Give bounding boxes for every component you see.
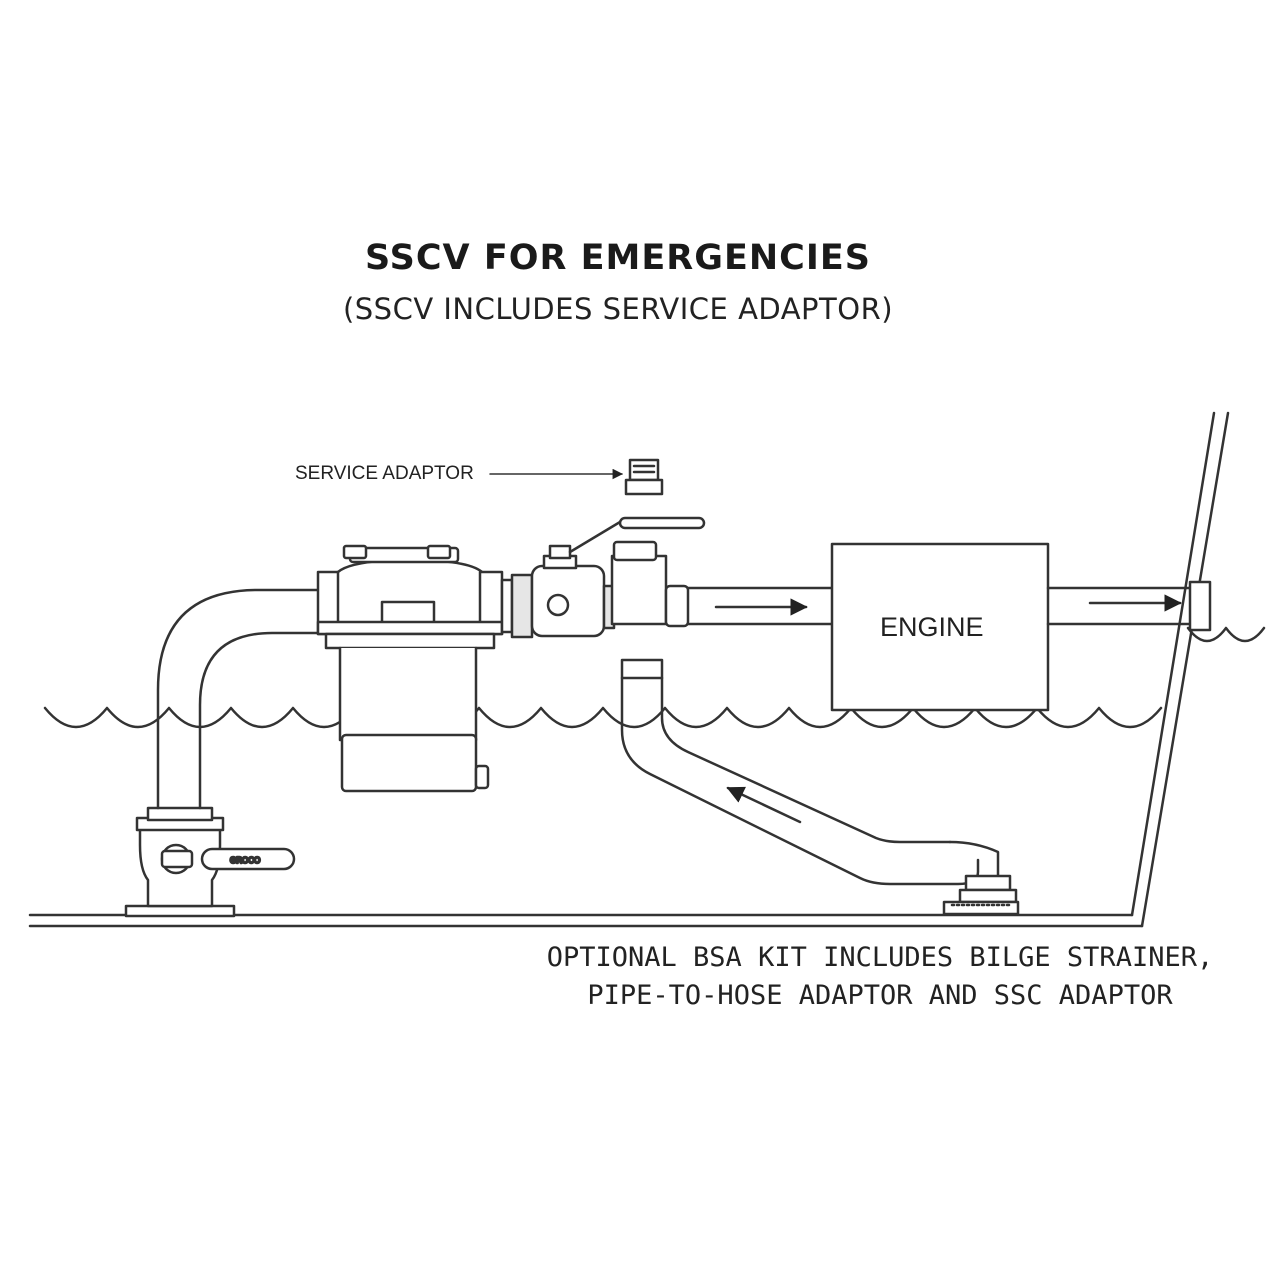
engine-label: ENGINE (880, 612, 984, 642)
raw-water-strainer (316, 544, 504, 793)
diagram-subtitle: (SSCV INCLUDES SERVICE ADAPTOR) (342, 292, 894, 326)
seacock-valve: GROCO (124, 806, 296, 918)
intake-pipe (156, 588, 322, 810)
engine-box (830, 542, 1050, 712)
bsa-kit-note-line-1: OPTIONAL BSA KIT INCLUDES BILGE STRAINER… (546, 942, 1214, 973)
service-adaptor-part (624, 458, 664, 496)
exhaust-pipe (1046, 580, 1212, 632)
outside-waterline (1186, 626, 1266, 643)
service-adaptor-label: SERVICE ADAPTOR (295, 463, 474, 484)
valve-brand-label: GROCO (230, 856, 260, 865)
diagram-title: SSCV FOR EMERGENCIES (365, 238, 871, 278)
bsa-kit-note-line-2: PIPE-TO-HOSE ADAPTOR AND SSC ADAPTOR (587, 980, 1173, 1011)
sscv-ball-valve (500, 516, 706, 639)
engine-inlet-pipe (686, 586, 834, 626)
bilge-strainer (942, 874, 1020, 916)
